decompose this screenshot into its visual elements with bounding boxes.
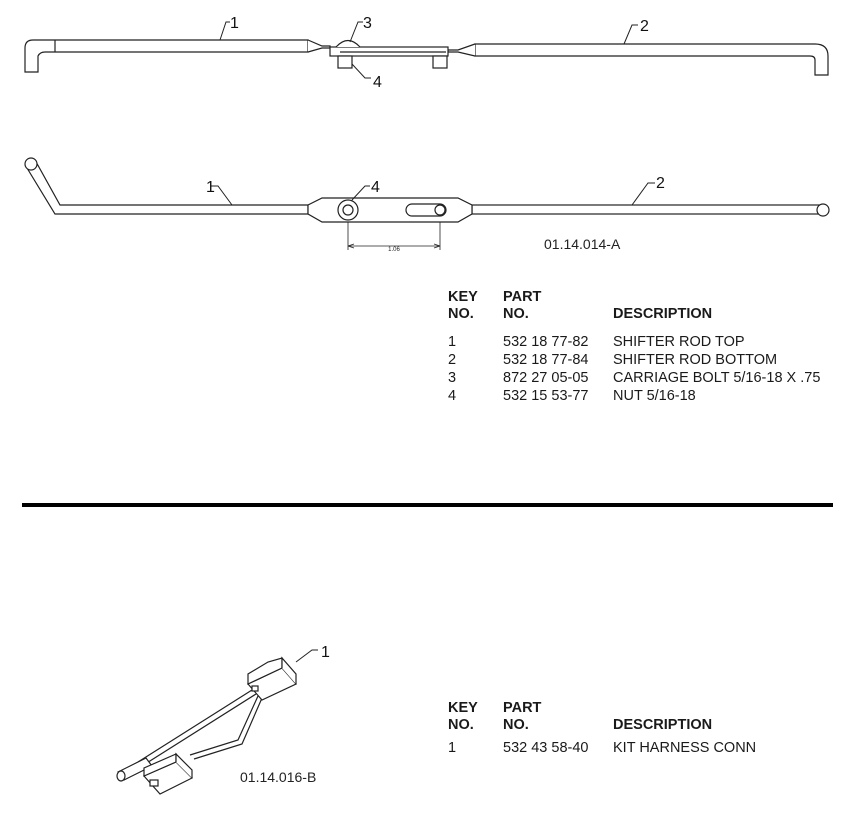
leader-line-harness xyxy=(295,649,318,663)
header-description: DESCRIPTION xyxy=(613,306,713,322)
callout-1-harness: 1 xyxy=(321,644,330,661)
dimension-value: 1.06 xyxy=(388,247,400,253)
desc-cell: KIT HARNESS CONN xyxy=(613,740,757,756)
header-key-no: NO. xyxy=(448,306,474,322)
desc-cell: NUT 5/16-18 xyxy=(613,388,696,404)
callout-2-side: 2 xyxy=(640,18,649,35)
leader-lines xyxy=(211,21,655,206)
harness-wires xyxy=(137,689,263,767)
key-cell: 1 xyxy=(448,740,457,756)
key-cell: 1 xyxy=(448,334,457,350)
header-description: DESCRIPTION xyxy=(613,717,713,733)
key-cell: 3 xyxy=(448,370,457,386)
desc-cell: CARRIAGE BOLT 5/16-18 X .75 xyxy=(613,370,821,386)
callout-1-plan: 1 xyxy=(206,179,215,196)
parts-table-top: KEY NO. PART NO. DESCRIPTION 1 532 18 77… xyxy=(448,289,848,409)
section-divider xyxy=(22,503,833,507)
spade-connector xyxy=(143,752,194,795)
clamp-plate-plan-view xyxy=(307,197,473,223)
header-key: KEY xyxy=(448,289,478,305)
part-cell: 872 27 05-05 xyxy=(503,370,589,386)
desc-cell: SHIFTER ROD TOP xyxy=(613,334,745,350)
part-cell: 532 43 58-40 xyxy=(503,740,589,756)
part-cell: 532 18 77-82 xyxy=(503,334,589,350)
callout-4-side: 4 xyxy=(373,74,382,91)
main-connector xyxy=(247,656,297,701)
header-part: PART xyxy=(503,289,542,305)
clamp-plate-side-view xyxy=(329,39,449,69)
header-part: PART xyxy=(503,700,542,716)
desc-cell: SHIFTER ROD BOTTOM xyxy=(613,352,778,368)
header-part-no: NO. xyxy=(503,717,529,733)
key-cell: 2 xyxy=(448,352,457,368)
header-key: KEY xyxy=(448,700,478,716)
key-cell: 4 xyxy=(448,388,457,404)
figure-id-bottom: 01.14.016-B xyxy=(240,769,316,785)
parts-table-bottom: KEY NO. PART NO. DESCRIPTION 1 532 43 58… xyxy=(448,700,848,770)
part-cell: 532 15 53-77 xyxy=(503,388,589,404)
header-key-no: NO. xyxy=(448,717,474,733)
callout-4-plan: 4 xyxy=(371,179,380,196)
callout-3-side: 3 xyxy=(363,15,372,32)
shifter-rod-drawing: 1 2 3 4 1 2 4 1.06 01.14.014-A xyxy=(24,15,830,253)
callout-2-plan: 2 xyxy=(656,175,665,192)
callout-1-side: 1 xyxy=(230,15,239,32)
part-cell: 532 18 77-84 xyxy=(503,352,589,368)
figure-id-top: 01.14.014-A xyxy=(544,236,621,252)
header-part-no: NO. xyxy=(503,306,529,322)
dimension-line xyxy=(347,222,441,250)
